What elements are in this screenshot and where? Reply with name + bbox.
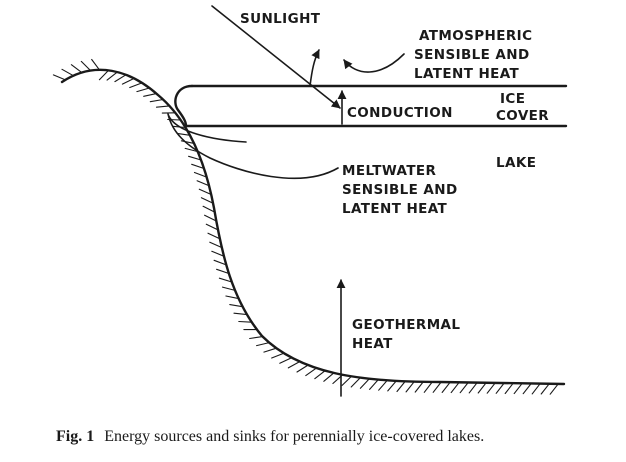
lake-basin-bed — [60, 68, 566, 386]
atmospheric-heat-arrow — [343, 53, 405, 73]
meltwater-arrow — [167, 113, 339, 180]
label-cover: COVER — [496, 108, 549, 124]
label-meltwater-3: LATENT HEAT — [342, 201, 448, 217]
label-ice: ICE — [500, 91, 525, 107]
label-atmospheric-3: LATENT HEAT — [414, 66, 520, 82]
label-atmospheric-2: SENSIBLE AND — [414, 47, 530, 63]
label-atmospheric-1: ATMOSPHERIC — [419, 28, 532, 44]
reflection-arrow — [309, 49, 320, 87]
caption-text: Energy sources and sinks for perennially… — [104, 428, 485, 445]
ice-cover-edge — [174, 84, 194, 128]
label-sunlight: SUNLIGHT — [240, 11, 321, 27]
basin-hatching — [52, 58, 559, 395]
figure-caption: Fig. 1 Energy sources and sinks for peren… — [56, 428, 616, 446]
caption-number: Fig. 1 — [56, 428, 95, 445]
label-geothermal-2: HEAT — [352, 336, 393, 352]
label-meltwater-1: MELTWATER — [342, 163, 437, 179]
label-meltwater-2: SENSIBLE AND — [342, 182, 458, 198]
sunlight-arrow — [211, 5, 341, 109]
label-conduction: CONDUCTION — [347, 105, 453, 121]
label-lake: LAKE — [496, 155, 536, 171]
label-geothermal-1: GEOTHERMAL — [352, 317, 460, 333]
